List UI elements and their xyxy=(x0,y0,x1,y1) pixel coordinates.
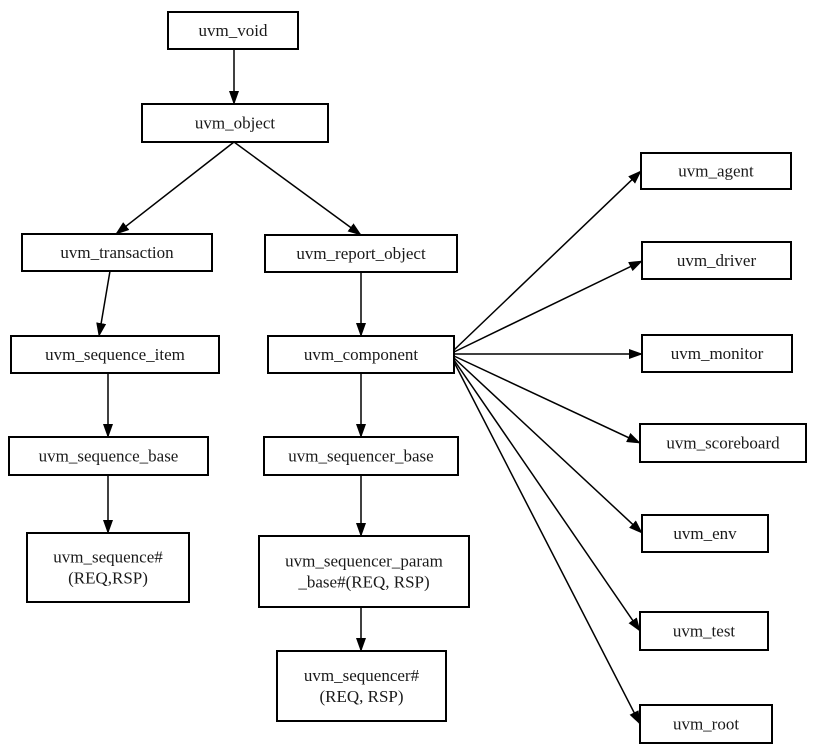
node-uvm-monitor: uvm_monitor xyxy=(641,334,793,373)
node-box xyxy=(641,241,792,280)
node-label: (REQ, RSP) xyxy=(319,687,403,706)
node-uvm-sequencer: uvm_sequencer# (REQ, RSP) xyxy=(276,650,447,722)
node-label: uvm_sequencer_param xyxy=(285,552,443,571)
node-label: uvm_test xyxy=(673,622,736,641)
nodes: uvm_void uvm_object uvm_transaction uvm_rep… xyxy=(8,11,807,744)
node-uvm-object: uvm_object xyxy=(141,103,329,143)
arrow-uvm-object-to-uvm-transaction xyxy=(115,141,235,235)
node-box xyxy=(640,152,792,190)
arrow-line xyxy=(115,141,235,235)
node-uvm-test: uvm_test xyxy=(639,611,769,651)
node-uvm-report-object: uvm_report_object xyxy=(264,234,458,273)
node-box xyxy=(267,335,455,374)
arrow-line xyxy=(453,170,642,351)
node-label: (REQ,RSP) xyxy=(68,569,148,588)
node-box xyxy=(10,335,220,374)
arrow-uvm-object-to-uvm-report-object xyxy=(233,141,362,236)
node-label: uvm_report_object xyxy=(296,244,426,263)
node-uvm-component: uvm_component xyxy=(267,335,455,374)
node-box xyxy=(21,233,213,272)
node-label: uvm_env xyxy=(673,524,737,543)
node-box xyxy=(258,535,470,608)
node-uvm-sequencer-base: uvm_sequencer_base xyxy=(263,436,459,476)
node-label: uvm_root xyxy=(673,715,739,734)
node-label: uvm_scoreboard xyxy=(666,434,780,453)
node-label: uvm_transaction xyxy=(60,243,174,262)
node-label: uvm_monitor xyxy=(671,344,764,363)
arrow-line xyxy=(96,270,111,337)
arrow-uvm-component-to-uvm-root xyxy=(453,361,641,725)
node-box xyxy=(141,103,329,143)
node-label: uvm_sequence_base xyxy=(39,447,179,466)
arrow-line xyxy=(453,260,643,353)
node-box xyxy=(276,650,447,722)
node-label: uvm_sequencer_base xyxy=(288,447,433,466)
arrow-line xyxy=(453,361,641,725)
node-label: uvm_agent xyxy=(678,162,754,181)
node-uvm-root: uvm_root xyxy=(639,704,773,744)
arrow-uvm-transaction-to-uvm-sequence-item xyxy=(96,270,111,337)
arrow-line xyxy=(453,359,641,632)
arrow-line xyxy=(453,357,643,534)
arrow-uvm-component-to-uvm-scoreboard xyxy=(453,355,641,444)
node-uvm-sequence-item: uvm_sequence_item xyxy=(10,335,220,374)
arrow-uvm-component-to-uvm-env xyxy=(453,357,643,534)
node-label: uvm_driver xyxy=(677,251,757,270)
node-box xyxy=(639,704,773,744)
node-uvm-scoreboard: uvm_scoreboard xyxy=(639,423,807,463)
arrow-line xyxy=(233,141,362,236)
arrow-line xyxy=(453,355,641,444)
node-box xyxy=(641,514,769,553)
node-box xyxy=(639,423,807,463)
node-uvm-driver: uvm_driver xyxy=(641,241,792,280)
node-uvm-agent: uvm_agent xyxy=(640,152,792,190)
node-label: uvm_component xyxy=(304,345,419,364)
node-box xyxy=(167,11,299,50)
node-box xyxy=(641,334,793,373)
node-uvm-transaction: uvm_transaction xyxy=(21,233,213,272)
edges xyxy=(96,49,643,725)
node-uvm-sequencer-param-base: uvm_sequencer_param _base#(REQ, RSP) xyxy=(258,535,470,608)
node-label: uvm_object xyxy=(195,114,276,133)
node-box xyxy=(639,611,769,651)
node-box xyxy=(26,532,190,603)
node-label: uvm_sequence_item xyxy=(45,345,185,364)
node-label: uvm_void xyxy=(199,21,268,40)
node-box xyxy=(263,436,459,476)
node-label: uvm_sequence# xyxy=(53,548,163,567)
node-box xyxy=(264,234,458,273)
arrow-uvm-component-to-uvm-test xyxy=(453,359,641,632)
node-uvm-void: uvm_void xyxy=(167,11,299,50)
node-box xyxy=(8,436,209,476)
node-uvm-env: uvm_env xyxy=(641,514,769,553)
arrow-uvm-component-to-uvm-agent xyxy=(453,170,642,351)
node-uvm-sequence: uvm_sequence# (REQ,RSP) xyxy=(26,532,190,603)
node-uvm-sequence-base: uvm_sequence_base xyxy=(8,436,209,476)
node-label: _base#(REQ, RSP) xyxy=(297,573,429,592)
node-label: uvm_sequencer# xyxy=(304,666,420,685)
arrow-uvm-component-to-uvm-driver xyxy=(453,260,643,353)
